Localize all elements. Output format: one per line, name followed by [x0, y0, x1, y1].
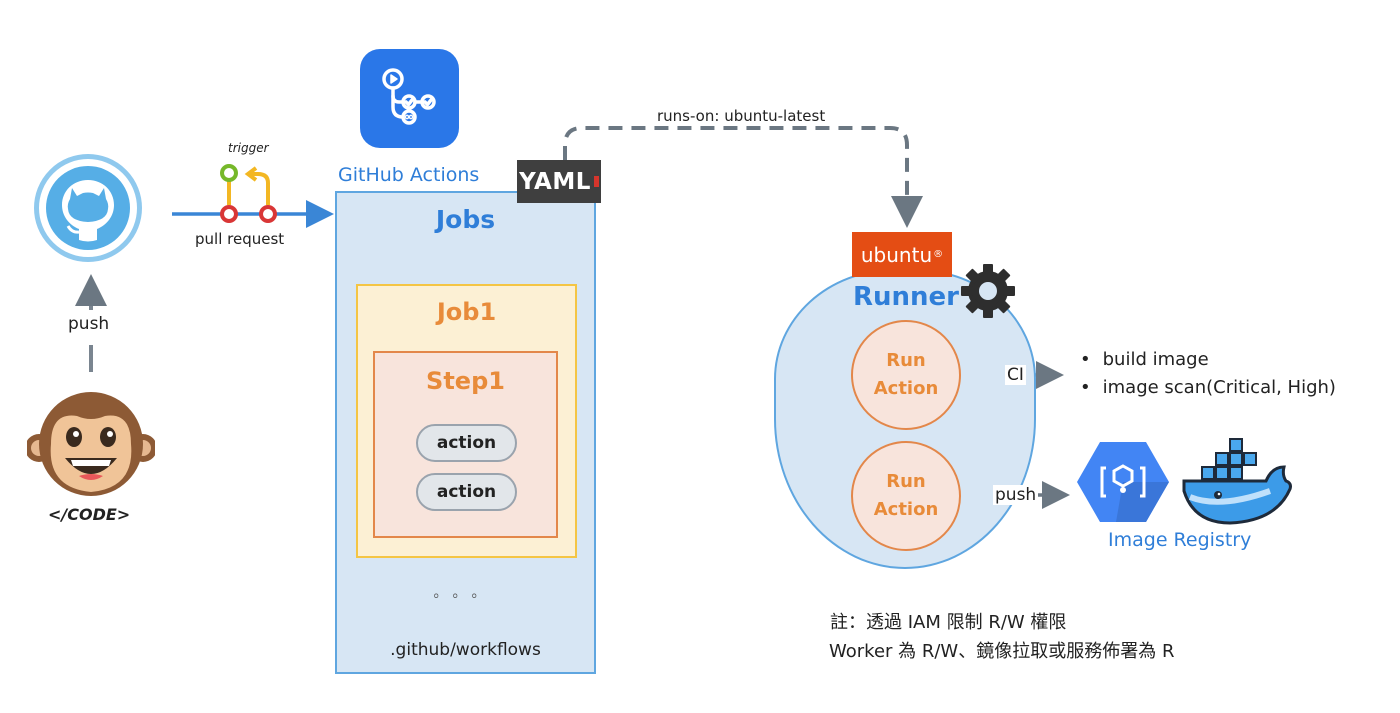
run-action-line1: Run — [886, 471, 926, 492]
gear-icon — [961, 264, 1015, 318]
workflow-path-label: .github/workflows — [390, 640, 541, 660]
run-action-push: Run Action — [851, 441, 961, 551]
ubuntu-logo-text: ubuntu — [860, 242, 933, 267]
pull-request-label: pull request — [195, 230, 285, 248]
run-action-line1: Run — [886, 350, 926, 371]
note-line-2: Worker 為 R/W、鏡像拉取或服務佈署為 R — [829, 641, 1175, 662]
run-action-line2: Action — [873, 378, 939, 399]
more-jobs-ellipsis: 。。。 — [433, 585, 498, 601]
runner-title: Runner — [853, 282, 960, 312]
run-action-line2: Action — [873, 499, 939, 520]
ci-step-item: image scan(Critical, High) — [1080, 374, 1336, 402]
ubuntu-logo: ubuntu® — [852, 232, 952, 277]
monkey-coder-icon — [27, 392, 155, 496]
yaml-logo: YAML — [517, 160, 601, 203]
push-label: push — [68, 314, 110, 334]
yaml-logo-text: YAML — [519, 168, 591, 195]
code-label: </CODE> — [48, 505, 131, 524]
github-octocat-icon — [62, 180, 114, 242]
runs-on-dashed-arrow — [563, 126, 923, 228]
registry-push-label: push — [993, 485, 1039, 505]
job1-title: Job1 — [436, 298, 497, 326]
ci-label: CI — [1005, 365, 1026, 385]
jobs-title: Jobs — [435, 205, 496, 234]
artifact-registry-icon — [1077, 442, 1169, 522]
action-pill: action — [416, 473, 517, 511]
action-pill: action — [416, 424, 517, 462]
ci-step-item: build image — [1080, 346, 1336, 374]
step1-title: Step1 — [426, 367, 505, 395]
ci-steps-list: build image image scan(Critical, High) — [1080, 346, 1336, 402]
trigger-label: trigger — [228, 141, 269, 155]
registered-mark-icon: ® — [933, 249, 944, 260]
runs-on-label: runs-on: ubuntu-latest — [657, 107, 826, 125]
github-actions-logo — [360, 49, 459, 148]
github-actions-workflow-icon — [382, 68, 436, 125]
docker-whale-icon — [1182, 438, 1292, 525]
yaml-logo-mark — [593, 176, 599, 187]
branch-merge-icon — [220, 164, 277, 223]
note-line-1: 註：透過 IAM 限制 R/W 權限 — [830, 612, 1067, 633]
run-action-ci: Run Action — [851, 320, 961, 430]
github-actions-title: GitHub Actions — [338, 164, 480, 186]
image-registry-label: Image Registry — [1108, 529, 1252, 551]
